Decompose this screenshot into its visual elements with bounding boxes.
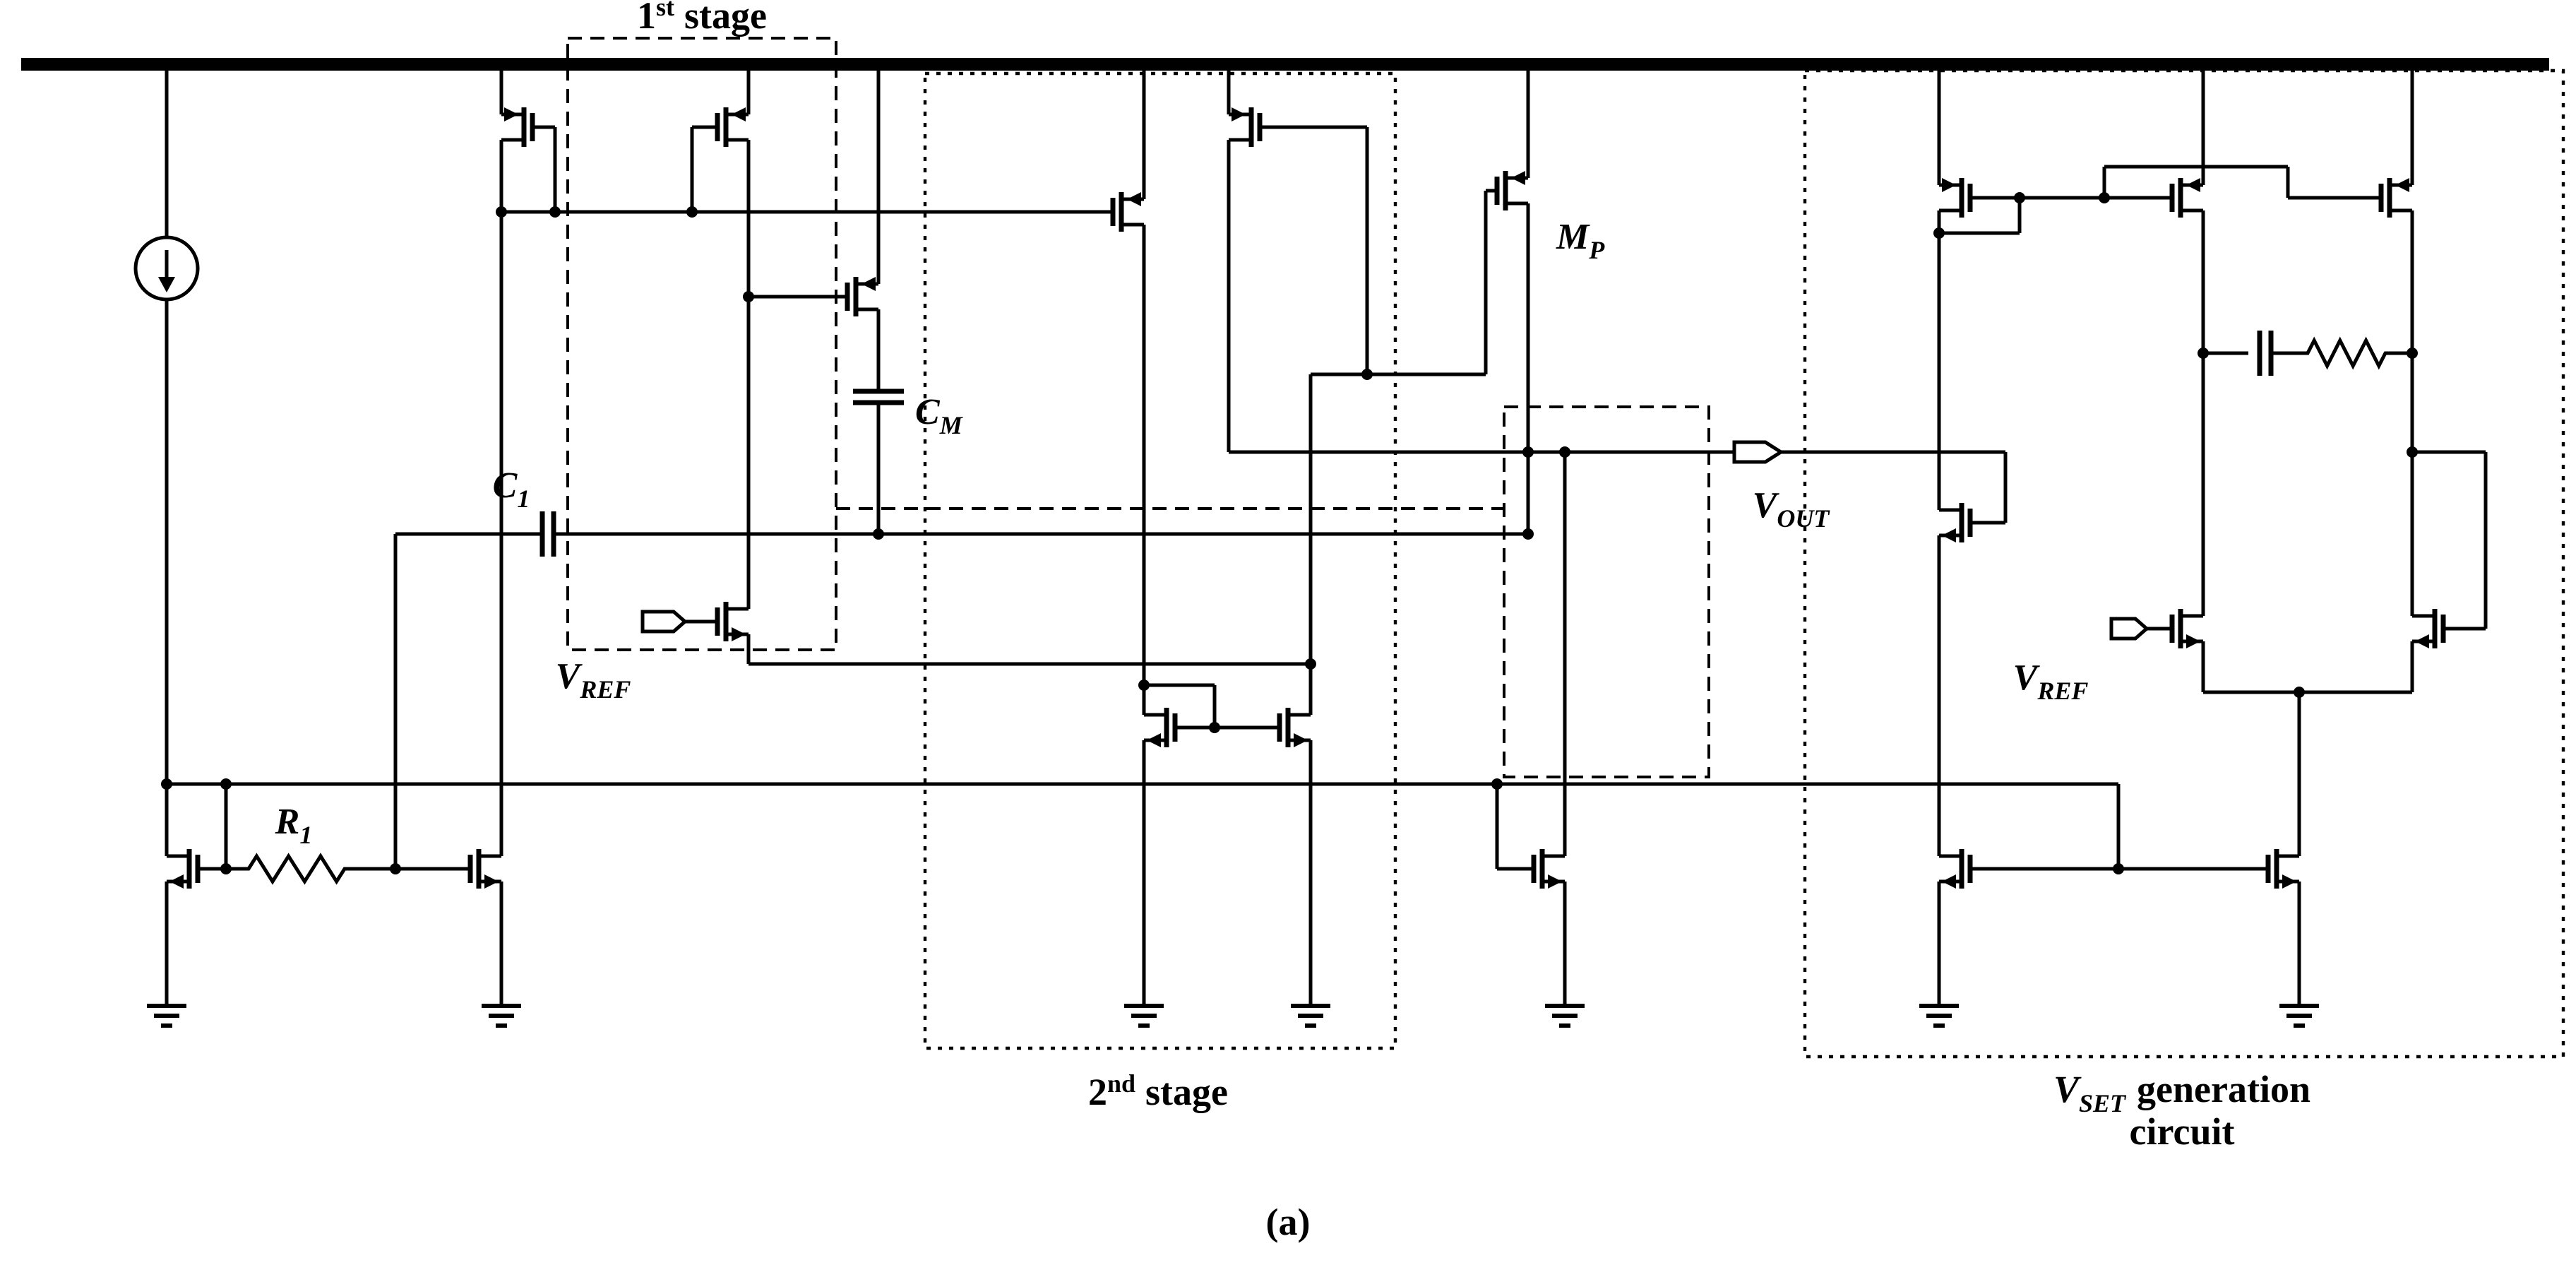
cm-label: CM bbox=[915, 392, 964, 439]
pmos-transistor-p1 bbox=[501, 107, 535, 147]
nmos-arrow-icon bbox=[1942, 528, 1956, 542]
output-dashed-box bbox=[1503, 405, 1710, 778]
nmos-transistor-n1 bbox=[167, 849, 201, 889]
junction-dot bbox=[2407, 348, 2418, 359]
pmos-transistor-p2 bbox=[715, 107, 749, 147]
vref-right-label: VREF bbox=[2013, 658, 2089, 705]
junction-dot bbox=[743, 291, 754, 302]
junction-dot bbox=[873, 528, 884, 540]
junction-dot bbox=[1522, 446, 1534, 458]
nmos-transistor-nin bbox=[715, 602, 749, 641]
pmos-arrow-icon bbox=[1232, 107, 1246, 121]
junction-dot bbox=[2407, 446, 2418, 458]
nmos-arrow-icon bbox=[1548, 874, 1562, 889]
nmos-transistor-n3 bbox=[1144, 708, 1178, 747]
mp-label: MP bbox=[1556, 217, 1605, 264]
nmos-arrow-icon bbox=[484, 874, 499, 889]
resistor-r1 bbox=[240, 853, 353, 885]
current-source-arrowhead bbox=[158, 277, 175, 292]
pmos-arrow-icon bbox=[1127, 192, 1141, 206]
nmos-arrow-icon bbox=[1147, 733, 1161, 747]
nmos-arrow-icon bbox=[2415, 634, 2429, 648]
nmos-arrow-icon bbox=[1294, 733, 1308, 747]
junction-dot bbox=[220, 863, 232, 874]
pmos-transistor-mp bbox=[1494, 171, 1528, 210]
pmos-arrow-icon bbox=[1942, 178, 1956, 192]
nmos-transistor-n7 bbox=[2265, 849, 2299, 889]
vref-left-label: VREF bbox=[556, 656, 631, 704]
vset-box bbox=[1803, 69, 2565, 1059]
nmos-transistor-n2 bbox=[467, 849, 501, 889]
nmos-arrow-icon bbox=[169, 874, 184, 889]
nmos-transistor-mf bbox=[1939, 503, 1973, 542]
pmos-transistor-q2 bbox=[2169, 178, 2203, 218]
nmos-arrow-icon bbox=[732, 627, 746, 641]
pmos-arrow-icon bbox=[861, 277, 876, 291]
pmos-arrow-icon bbox=[732, 107, 746, 121]
junction-dot bbox=[2198, 348, 2209, 359]
nmos-arrow-icon bbox=[2186, 634, 2200, 648]
nmos-transistor-d2 bbox=[2412, 609, 2446, 648]
nmos-transistor-n4 bbox=[1277, 708, 1311, 747]
r1-label: R1 bbox=[275, 802, 313, 849]
junction-dot bbox=[1361, 369, 1373, 380]
junction-dot bbox=[1522, 528, 1534, 540]
nmos-arrow-icon bbox=[1942, 874, 1956, 889]
power-rail bbox=[21, 58, 2549, 71]
stage1-box bbox=[566, 37, 837, 651]
port-vref-right bbox=[2109, 617, 2149, 641]
junction-dot bbox=[496, 206, 507, 218]
junction-dot bbox=[1305, 658, 1316, 670]
junction-dot bbox=[390, 863, 401, 874]
junction-dot bbox=[2014, 192, 2025, 203]
c1-label: C1 bbox=[493, 465, 530, 513]
figure-caption: (a) bbox=[1266, 1201, 1311, 1243]
junction-dot bbox=[161, 778, 172, 790]
junction-dot bbox=[1559, 446, 1570, 458]
vout-label: VOUT bbox=[1753, 485, 1831, 533]
junction-dot bbox=[549, 206, 561, 218]
stage2-box bbox=[923, 71, 1397, 1050]
junction-dot bbox=[1491, 778, 1503, 790]
pmos-arrow-icon bbox=[2186, 178, 2200, 192]
nmos-transistor-d1 bbox=[2169, 609, 2203, 648]
pmos-arrow-icon bbox=[1511, 171, 1525, 185]
junction-dot bbox=[1209, 722, 1220, 733]
pmos-transistor-q3 bbox=[2378, 178, 2412, 218]
nmos-arrow-icon bbox=[2282, 874, 2296, 889]
port-vout bbox=[1732, 440, 1784, 464]
nmos-transistor-n6 bbox=[1939, 849, 1973, 889]
schematic-layer bbox=[133, 69, 2488, 1028]
junction-dot bbox=[1138, 679, 1150, 691]
junction-dot bbox=[2099, 192, 2110, 203]
junction-dot bbox=[1933, 227, 1945, 239]
pmos-transistor-p3 bbox=[1110, 192, 1144, 232]
junction-dot bbox=[2294, 687, 2305, 698]
pmos-arrow-icon bbox=[2395, 178, 2409, 192]
junction-dot bbox=[2113, 863, 2124, 874]
junction-dot bbox=[686, 206, 698, 218]
pmos-transistor-pcm bbox=[845, 277, 878, 316]
resistor-rrc bbox=[2299, 336, 2394, 370]
current-source-icon bbox=[133, 235, 200, 302]
port-vref-left bbox=[640, 610, 688, 634]
pmos-transistor-q1 bbox=[1939, 178, 1973, 218]
pmos-arrow-icon bbox=[504, 107, 518, 121]
pmos-transistor-p4 bbox=[1229, 107, 1263, 147]
junction-dot bbox=[220, 778, 232, 790]
nmos-transistor-n5 bbox=[1531, 849, 1565, 889]
vset-label-line2: circuit bbox=[2130, 1110, 2235, 1153]
